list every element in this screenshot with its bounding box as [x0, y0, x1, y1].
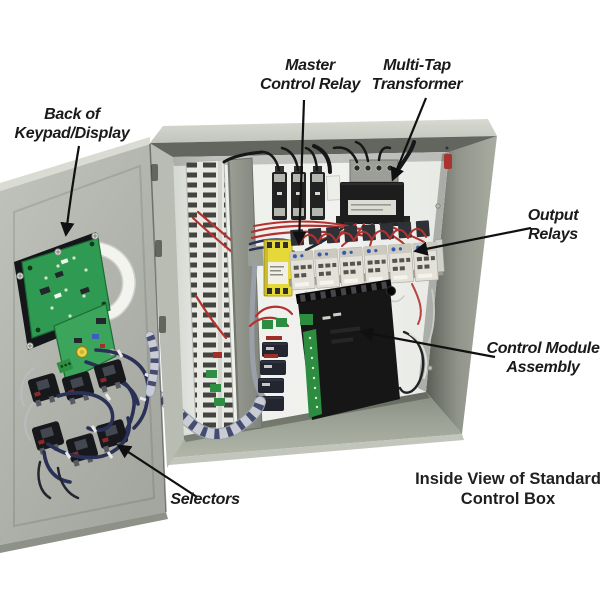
arrow-keypad — [60, 145, 81, 237]
label-line: Keypad/Display — [14, 124, 130, 142]
gray-door-wires — [20, 367, 37, 441]
enclosure-right-wall — [426, 136, 497, 434]
label-line: Output — [527, 207, 579, 224]
wire-harness-front — [37, 349, 152, 500]
label-line: Control Relay — [259, 75, 361, 93]
label-line: Master — [285, 57, 335, 74]
label-line: Relays — [528, 225, 578, 243]
hinges — [151, 164, 166, 333]
label-line: Control Module — [486, 340, 600, 357]
arrow-output-relays — [413, 226, 532, 256]
interior-components — [144, 140, 452, 440]
annotation-arrows — [60, 97, 532, 498]
door-bottom-edge — [0, 512, 168, 553]
label-output-relays: Output Relays — [493, 207, 600, 245]
arrow-control-module — [359, 327, 496, 359]
label-master-control-relay: Master Control Relay — [240, 57, 380, 95]
label-line: Transformer — [371, 75, 463, 93]
door-stiffener — [13, 164, 156, 528]
gray-conduit — [247, 245, 273, 405]
master-control-relay — [263, 239, 293, 297]
label-line: Selectors — [170, 491, 240, 508]
enclosure-bottom-edge — [168, 434, 464, 465]
arrow-selectors — [116, 444, 198, 498]
label-control-module-assembly: Control Module Assembly — [463, 340, 600, 378]
control-module — [295, 279, 400, 420]
red-indicator — [444, 146, 452, 169]
arrow-transformer — [390, 97, 428, 182]
output-relay-row — [289, 220, 445, 291]
label-back-of-keypad: Back of Keypad/Display — [1, 106, 143, 144]
arrow-master-control-relay — [292, 99, 307, 246]
mounting-screws — [16, 232, 116, 394]
controller-pcb-details — [56, 318, 106, 374]
caption-line: Inside View of Standard — [415, 470, 600, 488]
top-black-wires — [222, 144, 332, 174]
label-line: Multi-Tap — [383, 57, 451, 74]
hinge-strip — [149, 143, 184, 468]
keypad-display-assembly — [14, 232, 136, 394]
label-line: Back of — [44, 106, 100, 123]
enclosure-floor — [168, 392, 462, 458]
relay-modules — [289, 241, 439, 291]
plc-terminal-strip — [303, 329, 322, 418]
panel-screws — [427, 203, 441, 371]
label-line: Assembly — [506, 358, 580, 376]
spiral-cable-door — [145, 331, 160, 397]
label-selectors: Selectors — [145, 491, 265, 510]
caption-line: Control Box — [460, 489, 556, 508]
plc-right-wires — [398, 289, 435, 394]
display-pcb-details — [27, 241, 107, 333]
label-multi-tap-transformer: Multi-Tap Transformer — [347, 57, 487, 95]
figure-caption: Inside View of Standard Control Box — [403, 470, 600, 510]
